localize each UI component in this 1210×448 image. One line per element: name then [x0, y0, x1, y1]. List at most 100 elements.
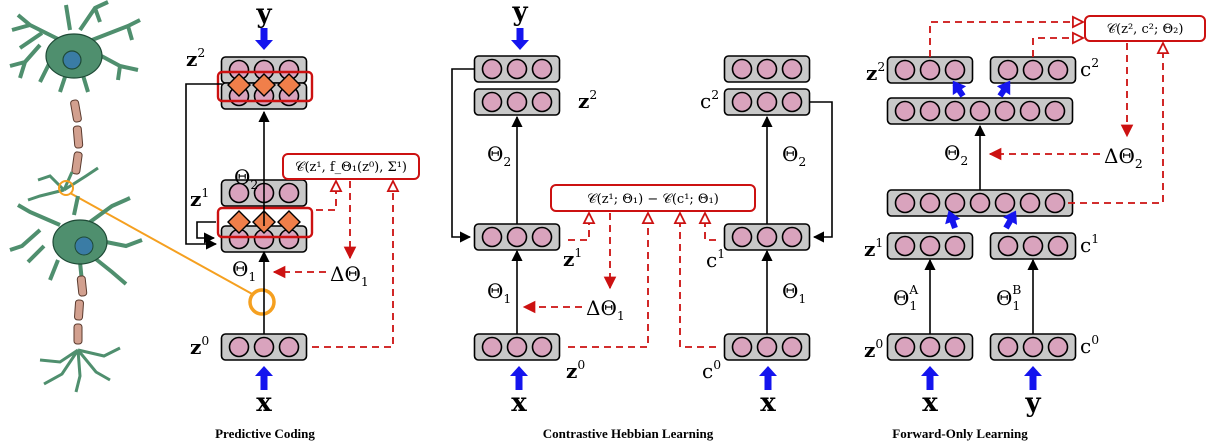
ffl-layer-c1 [989, 232, 1077, 260]
pc-z1-diamonds [227, 210, 301, 234]
pc-z1-to-cost [316, 181, 336, 211]
pc-z1-self-loop [196, 221, 216, 244]
neuron-node [228, 336, 250, 358]
pc-z2-feedback-loop [185, 83, 222, 250]
neuron-node [1044, 100, 1066, 122]
ffl-theta2-label: Θ2 [944, 141, 968, 168]
ffl-z2-label: z2 [866, 59, 885, 85]
neuron-node [994, 192, 1016, 214]
neuron-node [919, 336, 941, 358]
ffl-layer-c0 [989, 333, 1077, 361]
pc-z0-label: z0 [190, 333, 209, 359]
chl-c1-label: c1 [706, 246, 725, 272]
pc-z1-highlight [216, 206, 314, 239]
ffl-delta-theta2-label: ΔΘ2 [1104, 144, 1143, 171]
neuron-illustration [9, 0, 255, 393]
neuron-node [228, 182, 250, 204]
neuron-node [944, 336, 966, 358]
chl-layer-c2-top [723, 55, 811, 83]
axon-top [27, 99, 99, 202]
chl-z0-to-cost [568, 213, 648, 348]
chl-layer-c1 [723, 223, 811, 251]
synapse-zoom-line [69, 192, 255, 296]
neuron-node [506, 91, 528, 113]
neuron-node [969, 100, 991, 122]
synapse-small-circle-icon [58, 180, 74, 196]
chl-layer-z0 [473, 333, 561, 361]
neuron-node [731, 58, 753, 80]
chl-theta2-left-label: Θ2 [487, 142, 511, 169]
pc-theta2-label: Θ2 [234, 165, 258, 192]
neuron-node [781, 336, 803, 358]
diamond-error-icon [227, 210, 251, 234]
chl-theta2-right-label: Θ2 [782, 142, 806, 169]
diamond-error-icon [227, 73, 251, 97]
ffl-layer-z2 [886, 56, 974, 84]
chl-z2-feedback [451, 68, 475, 243]
neuron-node [756, 226, 778, 248]
chl-theta1-left-label: Θ1 [487, 279, 511, 306]
diamond-error-icon [252, 73, 276, 97]
neuron-node [1044, 192, 1066, 214]
neuron-node [756, 58, 778, 80]
ffl-c2-label: c2 [1080, 55, 1099, 81]
chl-layer-c2-bottom [723, 88, 811, 116]
neuron-node [997, 235, 1019, 257]
neuron-node [278, 182, 300, 204]
neuron-node [278, 336, 300, 358]
chl-x-input-arrow-left [510, 366, 528, 390]
chl-x-label-right: x [760, 388, 776, 418]
ffl-theta1A-label: Θ1A [893, 282, 919, 313]
pc-z2-highlight [216, 70, 314, 103]
pc-z2-diamonds [227, 73, 301, 97]
chl-y-label: y [511, 0, 528, 27]
pc-theta1-label: Θ1 [232, 257, 256, 284]
diamond-error-icon [277, 73, 301, 97]
ffl-layer-c2 [989, 56, 1077, 84]
neuron-node [731, 226, 753, 248]
neuron-node [894, 100, 916, 122]
neuron-node [919, 100, 941, 122]
neuron-node [994, 100, 1016, 122]
chl-layer-c0 [723, 333, 811, 361]
pc-x-input-arrow [255, 366, 273, 390]
chl-delta-theta1-label: ΔΘ1 [586, 296, 625, 323]
synapse-circle-icon [248, 288, 276, 316]
neuron-node [756, 336, 778, 358]
neuron-node [944, 100, 966, 122]
ffl-z1-label: z1 [864, 235, 883, 261]
neuron-node [997, 59, 1019, 81]
neuron-node [781, 58, 803, 80]
pc-z0-to-cost [312, 181, 393, 348]
pc-y-target-arrow [255, 28, 273, 50]
pc-caption: Predictive Coding [215, 426, 315, 441]
chl-c0-to-cost [680, 213, 716, 348]
neuron-node [944, 59, 966, 81]
chl-c2-feedback [810, 101, 833, 243]
chl-c2-label: c2 [700, 87, 719, 113]
neuron-node [1019, 192, 1041, 214]
neuron-node [944, 192, 966, 214]
neuron-node [506, 336, 528, 358]
pc-layer-z0 [220, 333, 308, 361]
pc-delta-theta1-label: ΔΘ1 [330, 262, 369, 289]
neuron-node [1047, 336, 1069, 358]
chl-z1-label: z1 [563, 245, 582, 271]
neuron-node [1047, 235, 1069, 257]
ffl-cost-box: 𝒞(z², c²; Θ₂) [1084, 15, 1206, 42]
neuron-node [731, 91, 753, 113]
neuron-node [531, 226, 553, 248]
ffl-layer-z0 [886, 333, 974, 361]
chl-z1-to-cost [568, 213, 589, 241]
neuron-node [919, 192, 941, 214]
ffl-merge-to-z1-arrow-head [945, 210, 961, 225]
neuron-bottom [9, 195, 143, 393]
neuron-node [481, 91, 503, 113]
pc-x-label: x [256, 388, 272, 418]
chl-layer-z2-top [473, 55, 561, 83]
chl-z0-label: z0 [566, 357, 585, 383]
neuron-node [919, 235, 941, 257]
ffl-z2-to-cost [929, 22, 1083, 57]
